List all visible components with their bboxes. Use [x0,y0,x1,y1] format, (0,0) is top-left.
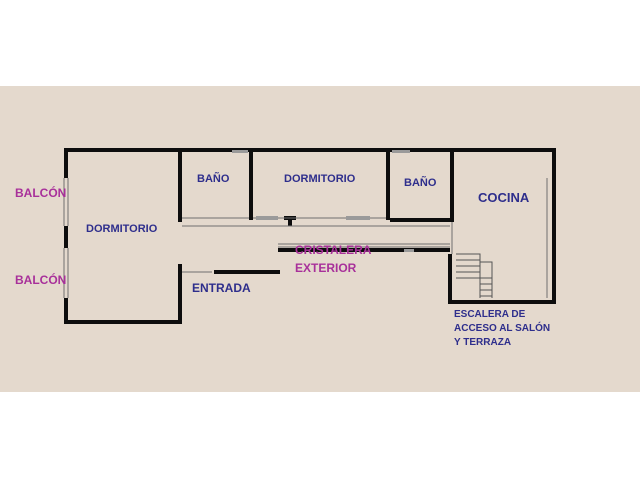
door-mark-3 [404,249,414,252]
door-mark-5 [232,150,248,153]
cristalera-label-line1: CRISTALERA [295,243,372,257]
outer-walls [64,148,556,324]
door-marks [232,150,414,252]
staircase [456,253,493,298]
bano-left-label: BAÑO [197,173,230,185]
stair-note-line2: ACCESO AL SALÓN [454,323,551,334]
door-mark-4 [392,150,410,153]
stair-note: ESCALERA DE ACCESO AL SALÓN Y TERRAZA [454,308,550,350]
door-mark-2 [346,216,370,220]
floor-plan: BALCÓN BALCÓN DORMITORIO BAÑO DORMITORIO… [0,86,640,392]
floor-plan-drawing [0,86,640,392]
dormitorio-center-label: DORMITORIO [284,173,356,185]
stair-note-line1: ESCALERA DE [454,309,526,320]
door-mark-1 [256,216,278,220]
balcon-top-label: BALCÓN [15,186,67,200]
plan-background [0,86,640,392]
cocina-label: COCINA [478,190,530,205]
stair-note-line3: Y TERRAZA [454,337,512,348]
balcon-bottom-label: BALCÓN [15,273,67,287]
entrada-label: ENTRADA [192,281,251,295]
cristalera-label-line2: EXTERIOR [295,261,357,275]
bano-right-label: BAÑO [404,177,437,189]
dormitorio-main-label: DORMITORIO [86,223,158,235]
